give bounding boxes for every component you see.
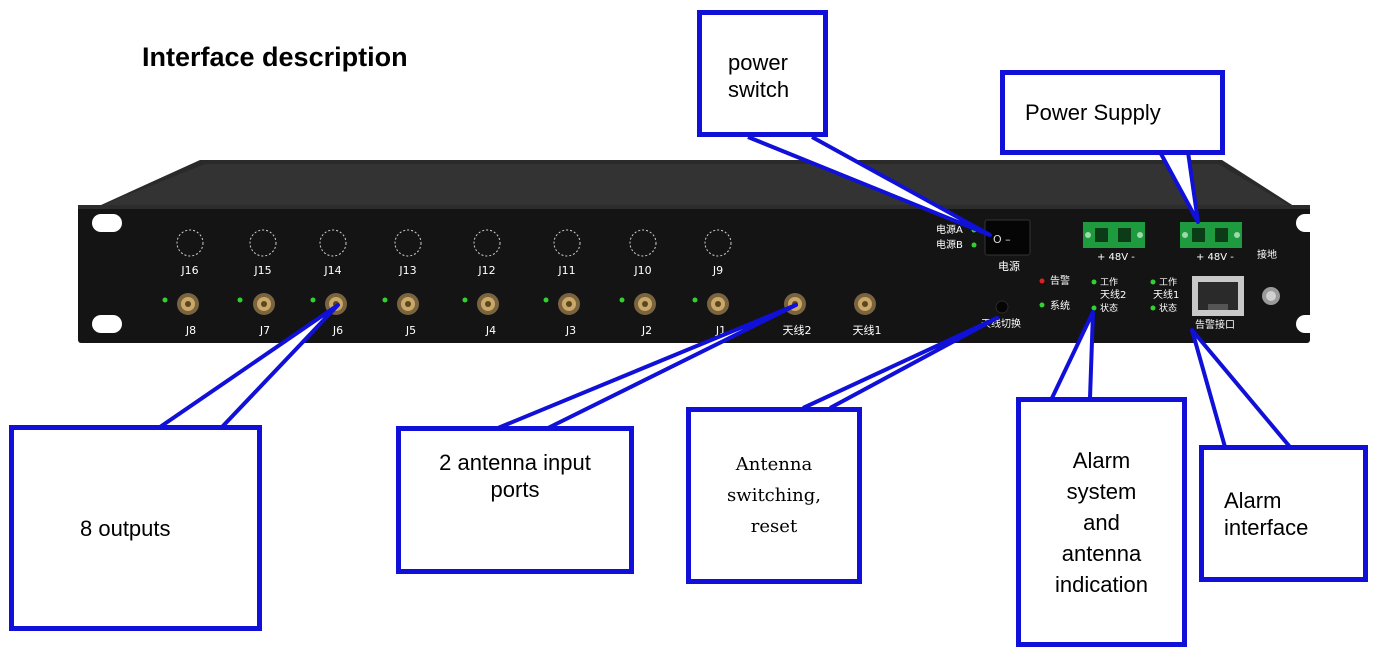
- port-outline-j13: [394, 229, 422, 257]
- port-label-j6: J6: [332, 324, 343, 337]
- power-a-label: 电源A: [936, 223, 963, 236]
- power-b-led: [971, 242, 977, 248]
- callout-power-supply: Power Supply: [1000, 70, 1225, 155]
- callout-antenna-switching-text: Antenna switching, reset: [727, 454, 821, 537]
- alarm-led: [1039, 278, 1045, 284]
- sma-connector-j4: [477, 293, 499, 315]
- sma-connector-j5: [397, 293, 419, 315]
- ant1-status-led: [1150, 305, 1156, 311]
- port-outline-j16: [176, 229, 204, 257]
- port-label-j11: J11: [557, 264, 575, 277]
- work-label-2: 工作: [1100, 276, 1118, 288]
- port-label-j2: J2: [641, 324, 652, 337]
- pointer-antenna-inputs: [497, 303, 798, 430]
- antenna-label-2: 天线2: [783, 323, 812, 337]
- power-rocker-switch[interactable]: [984, 219, 1031, 256]
- port-outline-j11: [553, 229, 581, 257]
- port-label-j16: J16: [180, 264, 198, 277]
- svg-text:O –: O –: [993, 233, 1011, 246]
- ant2-status-led: [1091, 305, 1097, 311]
- port-label-j7: J7: [259, 324, 270, 337]
- port-label-j3: J3: [565, 324, 576, 337]
- callout-alarm-interface: Alarm interface: [1199, 445, 1368, 582]
- port-label-j10: J10: [633, 264, 651, 277]
- sma-connector-j8: [177, 293, 199, 315]
- callout-antenna-inputs: 2 antenna input ports: [396, 426, 634, 574]
- port-outline-j9: [704, 229, 732, 257]
- status-label-1: 状态: [1159, 302, 1177, 314]
- callout-outputs-text: 8 outputs: [80, 515, 171, 541]
- callout-antenna-switching: Antenna switching, reset: [686, 407, 862, 584]
- pointer-alarm-indication: [1050, 310, 1095, 399]
- port-label-j8: J8: [185, 324, 196, 337]
- system-led: [1039, 302, 1045, 308]
- callout-antenna-inputs-text: 2 antenna input ports: [439, 450, 591, 502]
- voltage-label-1: + 48V -: [1097, 252, 1135, 263]
- ground-screw: [1262, 287, 1280, 305]
- port-label-j13: J13: [398, 264, 416, 277]
- power-b-label: 电源B: [936, 238, 963, 251]
- port-outline-j15: [249, 229, 277, 257]
- status-label-2: 状态: [1100, 302, 1118, 314]
- alarm-port-label: 告警接口: [1195, 318, 1235, 331]
- ant1-work-led: [1150, 279, 1156, 285]
- port-outline-j10: [629, 229, 657, 257]
- sma-connector-ant1: [854, 293, 876, 315]
- callout-power-switch: power switch: [697, 10, 828, 137]
- pointer-power-supply: [1158, 151, 1200, 224]
- callout-alarm-indication-text: Alarm system and antenna indication: [1055, 447, 1148, 597]
- port-label-j12: J12: [477, 264, 495, 277]
- callout-power-switch-text: power switch: [728, 50, 790, 102]
- callout-alarm-interface-text: Alarm interface: [1224, 487, 1309, 540]
- callout-power-supply-text: Power Supply: [1025, 100, 1161, 125]
- pointer-outputs: [158, 303, 340, 429]
- callout-pointers: [158, 135, 1292, 449]
- mount-hole: [1296, 315, 1326, 333]
- power-label: 电源: [998, 259, 1020, 273]
- callout-outputs: 8 outputs: [9, 425, 262, 631]
- top-ports: [176, 229, 732, 257]
- sma-connector-j1: [707, 293, 729, 315]
- power-terminal-2: [1180, 222, 1242, 248]
- pointer-antenna-switching: [802, 316, 999, 410]
- port-label-j9: J9: [712, 264, 723, 277]
- alarm-label: 告警: [1050, 274, 1070, 287]
- work-label-1: 工作: [1159, 276, 1177, 288]
- port-label-j14: J14: [323, 264, 341, 277]
- port-label-j5: J5: [405, 324, 416, 337]
- ant2-label: 天线2: [1100, 288, 1126, 301]
- system-label: 系统: [1050, 299, 1070, 312]
- page-title: Interface description: [142, 42, 408, 72]
- alarm-rj45-port[interactable]: [1192, 276, 1244, 316]
- pointer-power-switch: [747, 135, 992, 237]
- sma-connector-j2: [634, 293, 656, 315]
- ground-label: 接地: [1257, 248, 1277, 261]
- ant1-label: 天线1: [1153, 288, 1179, 301]
- antenna-label-1: 天线1: [853, 323, 882, 337]
- port-outline-j12: [473, 229, 501, 257]
- ant2-work-led: [1091, 279, 1097, 285]
- antenna-switch-button[interactable]: [995, 300, 1009, 314]
- callout-alarm-indication: Alarm system and antenna indication: [1016, 397, 1187, 647]
- port-label-j15: J15: [253, 264, 271, 277]
- port-label-j1: J1: [715, 324, 726, 337]
- sma-connector-j3: [558, 293, 580, 315]
- voltage-label-2: + 48V -: [1196, 252, 1234, 263]
- output-leds: [162, 297, 698, 303]
- pointer-alarm-interface: [1190, 328, 1292, 449]
- sma-connector-j7: [253, 293, 275, 315]
- mount-hole: [92, 315, 122, 333]
- mount-hole: [92, 214, 122, 232]
- power-terminal-1: [1083, 222, 1145, 248]
- port-outline-j14: [319, 229, 347, 257]
- mount-hole: [1296, 214, 1326, 232]
- port-label-j4: J4: [485, 324, 496, 337]
